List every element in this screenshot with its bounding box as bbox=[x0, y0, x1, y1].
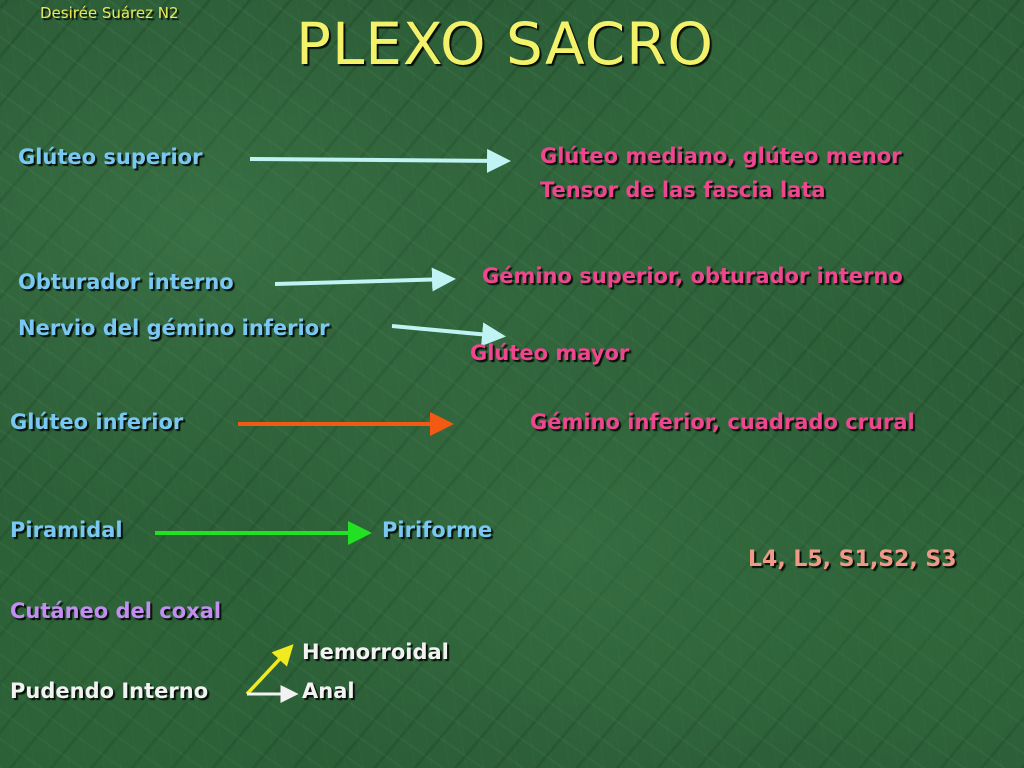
nerve-gluteo-superior: Glúteo superior bbox=[18, 145, 203, 169]
target-gluteo-superior-1: Glúteo mediano, glúteo menor bbox=[540, 144, 902, 168]
arrow-gluteo-superior bbox=[249, 148, 511, 173]
target-gluteo-superior-2: Tensor de las fascia lata bbox=[540, 178, 826, 202]
nerve-pudendo-interno: Pudendo Interno bbox=[10, 679, 209, 703]
nerve-cutaneo-coxal: Cutáneo del coxal bbox=[10, 599, 222, 623]
nerve-roots: L4, L5, S1,S2, S3 bbox=[748, 547, 957, 572]
target-gluteo-inferior: Gémino inferior, cuadrado crural bbox=[530, 410, 915, 434]
nerve-piramidal: Piramidal bbox=[10, 518, 123, 542]
author-credit: Desirée Suárez N2 bbox=[40, 4, 179, 22]
nerve-gluteo-inferior: Glúteo inferior bbox=[10, 410, 184, 434]
target-obturador-interno: Gémino superior, obturador interno bbox=[482, 264, 903, 288]
arrow-obturador-interno bbox=[274, 267, 456, 292]
branch-hemorroidal: Hemorroidal bbox=[302, 640, 449, 664]
nerve-gemino-inferior: Nervio del gémino inferior bbox=[18, 316, 330, 340]
branch-anal: Anal bbox=[302, 679, 355, 703]
arrow-pudendo-hemorroidal bbox=[245, 644, 294, 696]
page-title: PLEXO SACRO bbox=[296, 10, 715, 78]
nerve-obturador-interno: Obturador interno bbox=[18, 270, 234, 294]
target-gemino-inferior: Glúteo mayor bbox=[470, 341, 630, 365]
target-piramidal: Piriforme bbox=[382, 518, 493, 542]
arrow-gemino-inferior bbox=[391, 322, 506, 347]
